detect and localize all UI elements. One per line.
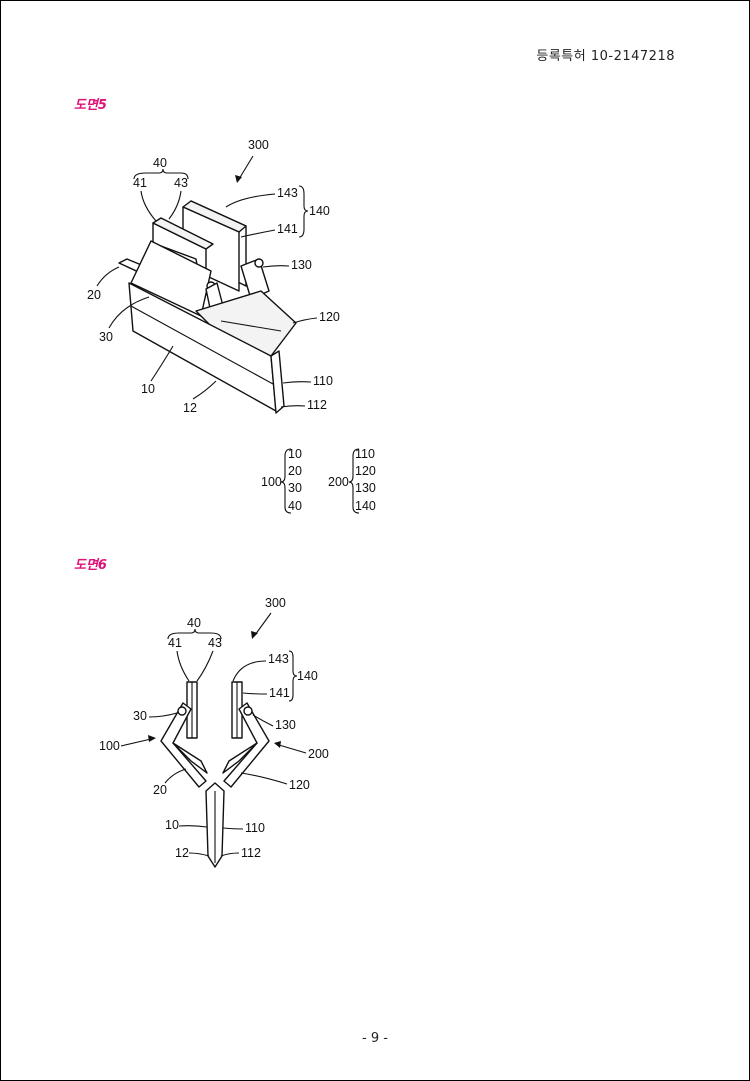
- legend-200-item: 120: [355, 464, 376, 478]
- plate-40-top: [152, 217, 214, 250]
- label-40: 40: [187, 616, 201, 630]
- legend-100-item: 20: [288, 464, 302, 478]
- label-20: 20: [153, 783, 167, 797]
- label-112: 112: [307, 398, 327, 412]
- label-12: 12: [175, 846, 189, 860]
- label-100: 100: [99, 739, 120, 753]
- label-40: 40: [153, 156, 167, 170]
- pivot-130: [254, 258, 264, 268]
- figure-5-drawing: 300 40 41 43 143 140 141 130 20 30 120 1…: [87, 138, 376, 514]
- figure-5-title: 도면5: [74, 98, 107, 113]
- figure-6-title: 도면6: [74, 558, 107, 573]
- label-41: 41: [168, 636, 182, 650]
- label-300: 300: [248, 138, 269, 152]
- link-20-shape: [172, 742, 208, 774]
- page-number: - 9 -: [362, 1031, 388, 1046]
- pivot-left: [177, 706, 187, 716]
- label-112: 112: [241, 846, 261, 860]
- label-141: 141: [277, 222, 298, 236]
- label-43: 43: [208, 636, 222, 650]
- label-140: 140: [297, 669, 318, 683]
- label-140: 140: [309, 204, 330, 218]
- label-110: 110: [245, 821, 265, 835]
- pivot-right: [243, 706, 253, 716]
- legend-100-item: 30: [288, 481, 302, 495]
- label-10: 10: [141, 382, 155, 396]
- label-43: 43: [174, 176, 188, 190]
- legend-200-item: 110: [355, 447, 375, 461]
- label-120: 120: [289, 778, 310, 792]
- link-120-shape: [222, 742, 258, 774]
- label-30: 30: [133, 709, 147, 723]
- label-12: 12: [183, 401, 197, 415]
- figure-6-drawing: 300 40 41 43 143 140 141 30 130 100 200: [99, 596, 329, 868]
- label-41: 41: [133, 176, 147, 190]
- legend-200: 200: [328, 475, 349, 489]
- label-130: 130: [275, 718, 296, 732]
- label-120: 120: [319, 310, 340, 324]
- label-143: 143: [268, 652, 289, 666]
- legend-100-item: 10: [288, 447, 302, 461]
- label-200: 200: [308, 747, 329, 761]
- legend-100-item: 40: [288, 499, 302, 513]
- label-143: 143: [277, 186, 298, 200]
- legend-200-item: 130: [355, 481, 376, 495]
- label-10: 10: [165, 818, 179, 832]
- reference-legend: 100 10 20 30 40 200 110 120 130 140: [261, 447, 376, 514]
- legend-100: 100: [261, 475, 282, 489]
- link-130-shape: [240, 258, 270, 300]
- label-20: 20: [87, 288, 101, 302]
- body-30-shape: [130, 240, 212, 317]
- legend-200-item: 140: [355, 499, 376, 513]
- patent-number-header: 등록특허 10-2147218: [536, 49, 675, 64]
- label-300: 300: [265, 596, 286, 610]
- label-141: 141: [269, 686, 290, 700]
- label-110: 110: [313, 374, 333, 388]
- label-130: 130: [291, 258, 312, 272]
- label-30: 30: [99, 330, 113, 344]
